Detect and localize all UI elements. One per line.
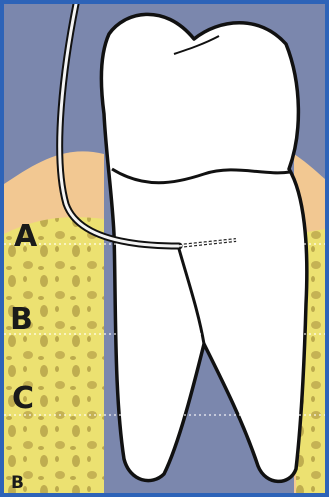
tooth [101, 14, 306, 481]
label-level-b: B [10, 305, 33, 335]
label-level-a: A [14, 222, 37, 252]
alveolar-bone-pores [4, 217, 104, 493]
label-level-b-small: B [11, 475, 24, 492]
tooth-illustration [4, 4, 325, 493]
label-level-c: C [12, 384, 34, 414]
